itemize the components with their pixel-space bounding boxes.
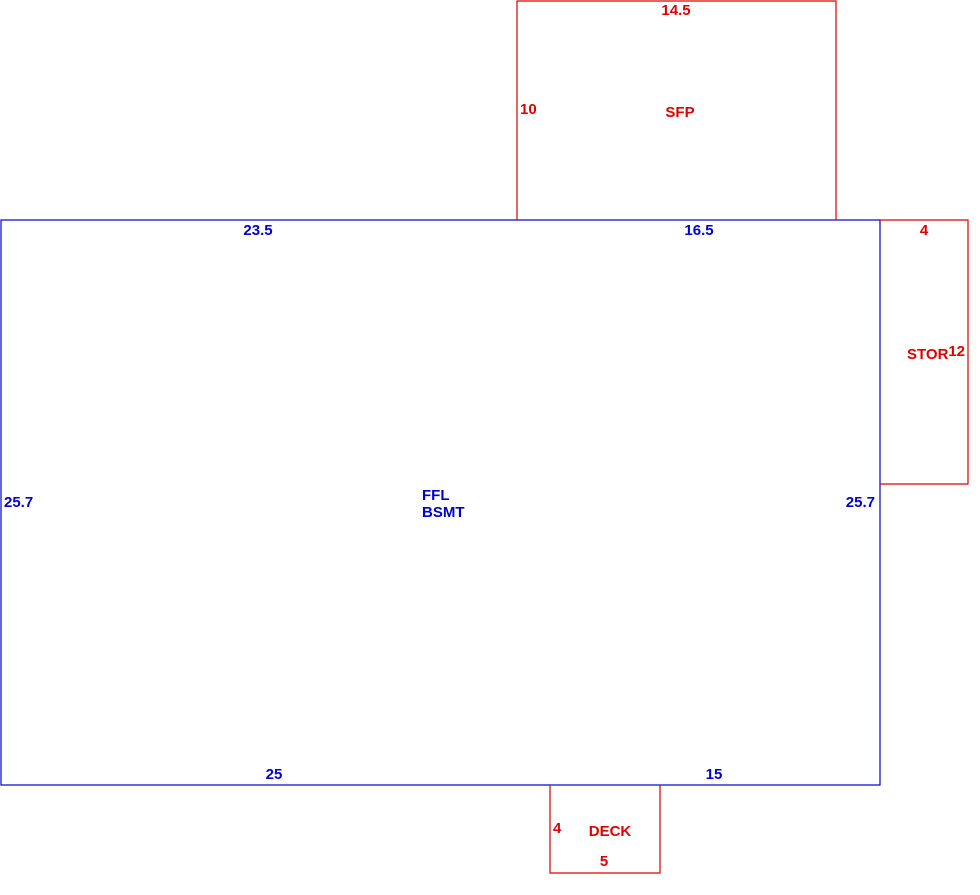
stor-dim-right: 12 [948,343,965,360]
sfp-dim-left: 10 [520,101,537,118]
main-dim-top-left: 23.5 [243,222,272,239]
room-main-bsmt: 23.5 16.5 25.7 25.7 25 15 FFL BSMT [0,219,881,786]
deck-dim-bottom: 5 [600,853,608,870]
room-sfp: 14.5 10 SFP [516,0,837,220]
sfp-outline [516,0,837,220]
main-dim-bottom-right: 15 [706,766,723,783]
room-stor: 4 STOR 12 [880,219,969,485]
sfp-dim-top: 14.5 [661,2,690,19]
main-room-label-line1: FFL [422,487,450,504]
main-room-label-line2: BSMT [422,504,465,521]
deck-dim-left: 4 [553,820,562,837]
deck-room-label: DECK [589,823,632,840]
room-deck: 4 DECK 5 [549,785,661,874]
main-dim-left: 25.7 [4,494,33,511]
stor-outline [880,219,969,485]
stor-room-label: STOR [907,346,949,363]
main-dim-bottom-left: 25 [266,766,283,783]
main-dim-top-right: 16.5 [684,222,713,239]
stor-dim-top: 4 [920,222,929,239]
main-bsmt-outline [0,219,881,786]
main-dim-right: 25.7 [846,494,875,511]
deck-outline [549,785,661,874]
sfp-room-label: SFP [665,104,694,121]
